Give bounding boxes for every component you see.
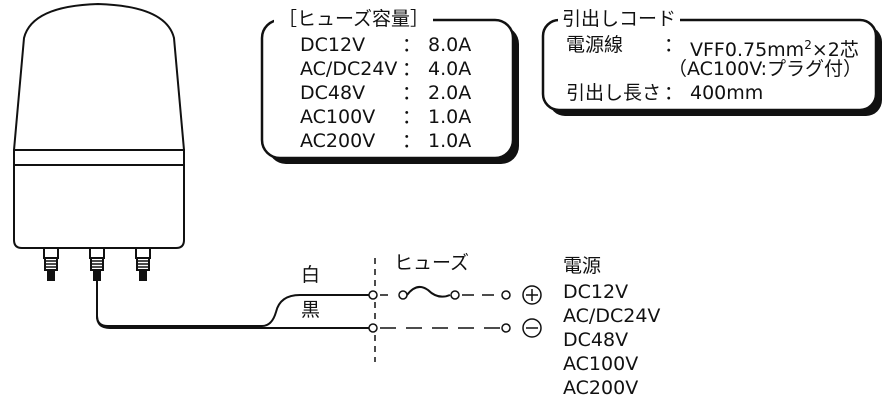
length-sep: ： (664, 82, 684, 104)
wire-value-sup: 2 (804, 38, 812, 52)
fuse-current: 1.0A (428, 130, 472, 152)
fuse-row: AC200V (300, 130, 375, 152)
terminal-center (89, 247, 105, 281)
wire-value-main: VFF0.75mm (690, 39, 805, 61)
fuse-label: ヒューズ (394, 252, 470, 274)
fuse-voltage: AC/DC24V (300, 58, 398, 80)
minus-symbol (522, 318, 542, 338)
fuse-box-title: ［ヒューズ容量］ (274, 8, 434, 30)
power-title: 電源 (563, 255, 602, 277)
terminal-right (135, 247, 151, 281)
signal-light (13, 2, 185, 281)
junction-black (368, 323, 378, 333)
cord-box-frame (541, 18, 878, 112)
fuse-current: 8.0A (428, 34, 472, 56)
power-voltage: DC48V (563, 329, 629, 351)
fuse-row: AC100V (300, 106, 375, 128)
white-wire (96, 280, 373, 327)
fuse-voltage: DC48V (300, 82, 366, 104)
fuse-row: AC/DC24V (300, 58, 397, 80)
fuse-voltage: AC200V (300, 130, 376, 152)
power-voltage: AC200V (563, 377, 639, 399)
wire-value: VFF0.75mm2×2芯 (690, 34, 859, 61)
power-voltage: DC12V (563, 281, 629, 303)
fuse-voltage: DC12V (300, 34, 366, 56)
fuse-sep: ： (402, 106, 422, 128)
fuse-row: DC48V (300, 82, 365, 104)
fuse-current: 4.0A (428, 58, 472, 80)
signal-light-base (13, 149, 185, 249)
fuse-current: 1.0A (428, 106, 472, 128)
fuse-voltage: AC100V (300, 106, 376, 128)
length-value: 400mm (690, 82, 764, 104)
fuse-sep: ： (402, 34, 422, 56)
junction-white (368, 290, 378, 300)
power-voltage: AC100V (563, 353, 639, 375)
lead-wires (96, 280, 373, 329)
signal-light-dome (13, 2, 185, 151)
black-wire-label: 黒 (301, 299, 321, 321)
fuse-line (380, 285, 511, 300)
black-wire (96, 315, 373, 329)
plus-symbol (522, 285, 542, 305)
wire-note: （AC100V:プラグ付） (668, 58, 863, 80)
fuse-symbol (406, 285, 451, 298)
wire-value-cores: ×2芯 (811, 39, 859, 61)
terminal-left (43, 247, 59, 281)
power-voltage: AC/DC24V (563, 305, 661, 327)
fuse-sep: ： (402, 82, 422, 104)
return-line (380, 323, 511, 333)
length-label: 引出し長さ (566, 82, 662, 104)
wire-sep: ： (664, 34, 684, 56)
wire-label: 電源線 (566, 34, 624, 56)
cord-box-title: 引出しコード (558, 8, 681, 30)
fuse-current: 2.0A (428, 82, 472, 104)
white-wire-label: 白 (301, 264, 321, 286)
fuse-sep: ： (402, 58, 422, 80)
fuse-row: DC12V (300, 34, 365, 56)
fuse-sep: ： (402, 130, 422, 152)
